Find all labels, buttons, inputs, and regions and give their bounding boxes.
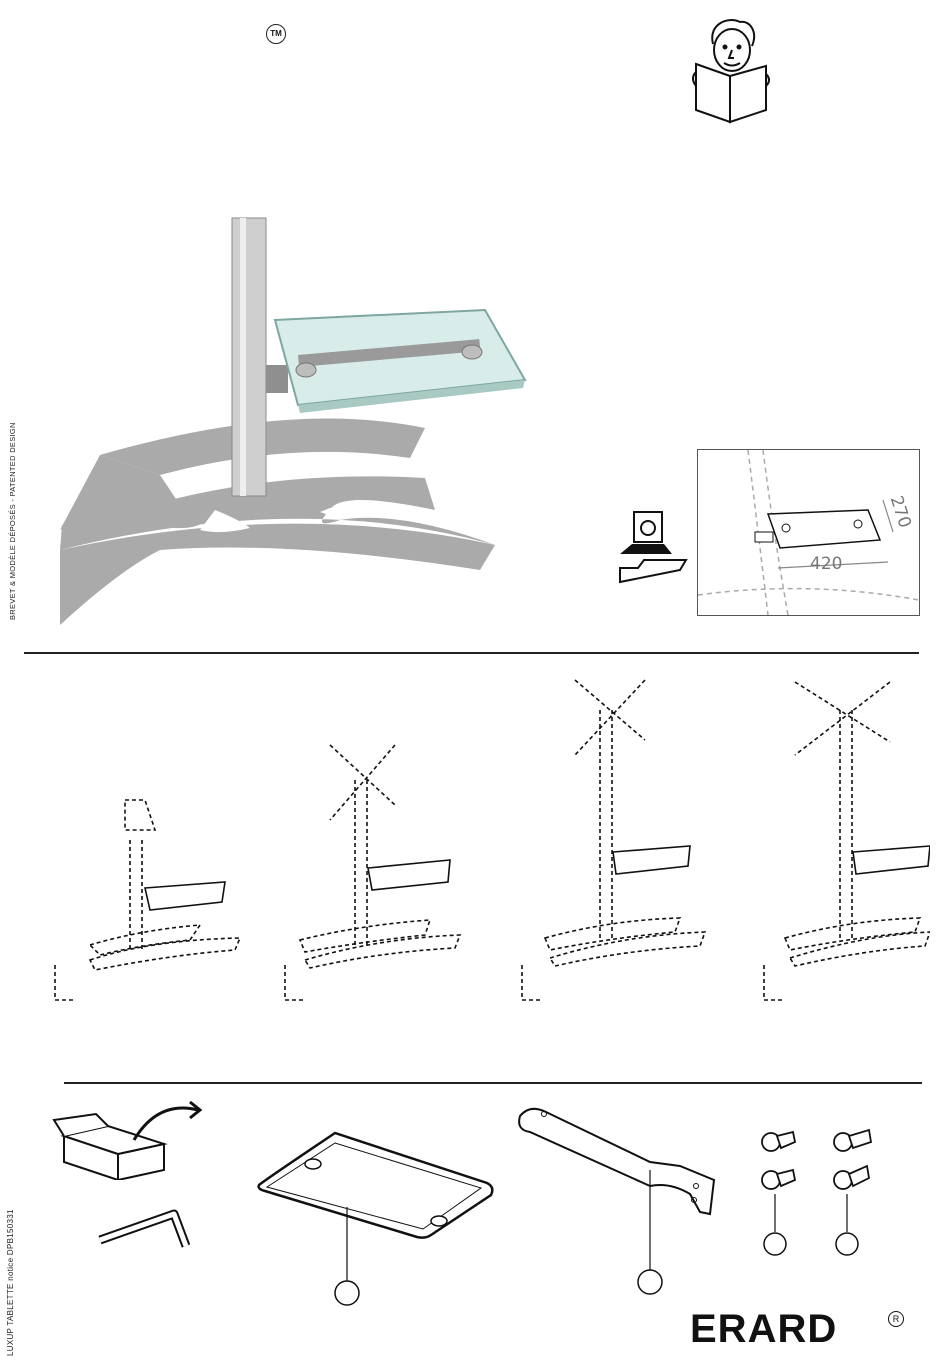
tv-shelf-icon [612,508,692,588]
package-icon [48,1100,208,1180]
glass-shelf-part [255,1125,500,1310]
bracket-arm-part [510,1102,725,1297]
section-divider [24,652,919,654]
notice-reference-text: LUXUP TABLETTE notice DPB150331 [6,1209,15,1356]
dimension-diagram: 420 270 [697,449,920,616]
read-manual-icon [688,14,778,124]
allen-key-icon [94,1200,204,1250]
configurations-diagram [50,670,930,1015]
screws-part [755,1120,885,1260]
trademark-symbol: TM [266,24,286,44]
patent-text: BREVET & MODÈLE DÉPOSÉS - PATENTED DESIG… [8,422,17,620]
registered-mark: R [888,1311,904,1327]
section-divider [64,1082,922,1084]
brand-logo: ERARD [690,1309,837,1349]
product-illustration [40,210,540,640]
width-dimension-label: 420 [810,554,842,574]
